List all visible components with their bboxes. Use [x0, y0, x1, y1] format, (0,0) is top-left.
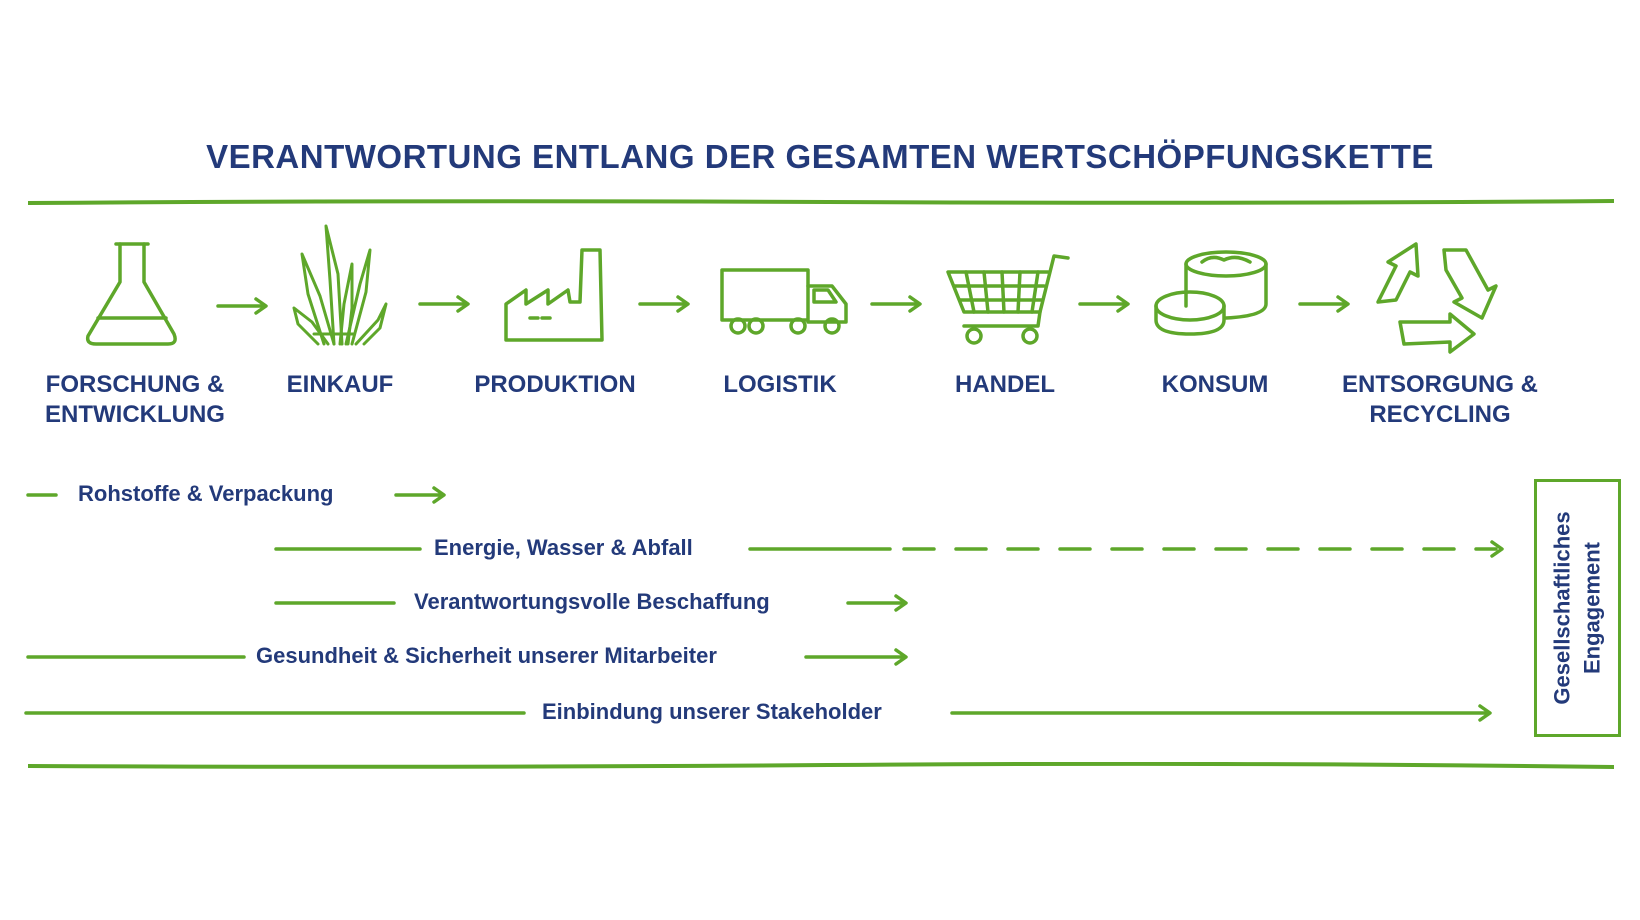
step-arrow	[1078, 294, 1134, 314]
topic-line-rohstoffe	[26, 486, 446, 504]
step-arrow	[1298, 294, 1354, 314]
engagement-box	[1534, 479, 1621, 737]
top-divider	[28, 198, 1614, 206]
step-label-konsum: KONSUM	[1140, 370, 1290, 400]
step-label-forschung: FORSCHUNG & ENTWICKLUNG	[20, 370, 250, 430]
shopping-cart-icon	[944, 252, 1076, 348]
step-label-line: HANDEL	[955, 371, 1055, 398]
cream-jar-icon	[1152, 248, 1270, 338]
step-label-produktion: PRODUKTION	[460, 370, 650, 400]
aloe-plant-icon	[292, 224, 388, 348]
engagement-label: Gesellschaftliches Engagement	[1534, 479, 1621, 737]
step-label-line: RECYCLING	[1369, 401, 1511, 428]
step-label-line: PRODUKTION	[474, 371, 636, 398]
diagram-title: VERANTWORTUNG ENTLANG DER GESAMTEN WERTS…	[206, 138, 1434, 175]
bottom-divider	[28, 762, 1614, 770]
topic-line-beschaffung	[274, 594, 908, 612]
step-arrow	[418, 294, 474, 314]
topic-label-stakeholder: Einbindung unserer Stakeholder	[536, 699, 888, 725]
step-arrow	[638, 294, 694, 314]
engagement-line: Gesellschaftliches	[1549, 511, 1575, 705]
topic-label-energie: Energie, Wasser & Abfall	[428, 535, 699, 561]
topic-label-rohstoffe: Rohstoffe & Verpackung	[72, 481, 340, 507]
step-label-entsorgung: ENTSORGUNG & RECYCLING	[1320, 370, 1560, 430]
topic-line-gesundheit	[26, 648, 908, 666]
step-arrow	[216, 296, 272, 316]
topic-label-beschaffung: Verantwortungsvolle Beschaffung	[408, 589, 776, 615]
step-label-line: LOGISTIK	[723, 371, 837, 398]
step-arrow	[870, 294, 926, 314]
engagement-line: Engagement	[1579, 541, 1605, 675]
step-label-line: ENTWICKLUNG	[45, 401, 225, 428]
topic-label-gesundheit: Gesundheit & Sicherheit unserer Mitarbei…	[250, 643, 723, 669]
step-label-line: FORSCHUNG &	[45, 371, 225, 398]
factory-icon	[502, 246, 606, 342]
topic-line-stakeholder	[24, 704, 1492, 722]
flask-icon	[82, 238, 182, 348]
step-label-einkauf: EINKAUF	[270, 370, 410, 400]
topic-line-energie	[274, 540, 1504, 558]
truck-icon	[718, 266, 850, 336]
recycling-icon	[1374, 240, 1498, 354]
step-label-line: KONSUM	[1161, 371, 1269, 398]
step-label-line: ENTSORGUNG &	[1341, 371, 1538, 398]
step-label-handel: HANDEL	[930, 370, 1080, 400]
step-label-line: EINKAUF	[286, 371, 394, 398]
step-label-logistik: LOGISTIK	[700, 370, 860, 400]
